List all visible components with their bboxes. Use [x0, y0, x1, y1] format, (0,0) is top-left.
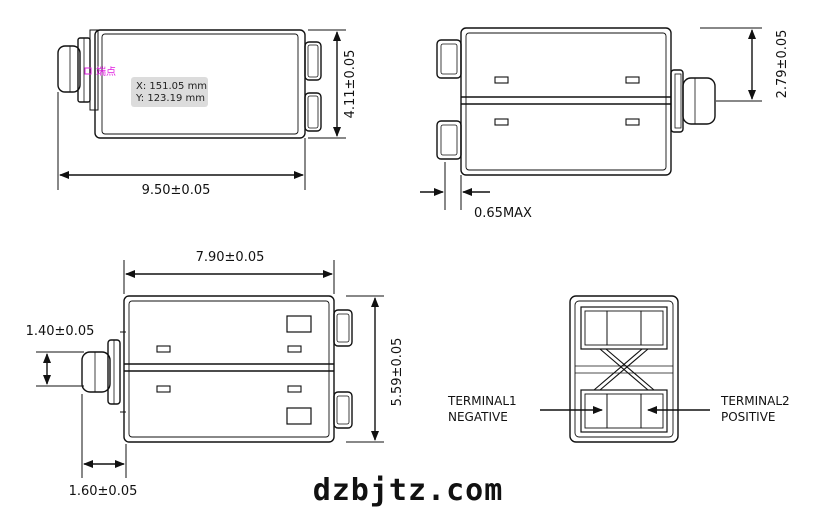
- dim-side-terminal: 0.65MAX: [420, 162, 532, 221]
- terminal1-polarity: NEGATIVE: [448, 410, 508, 424]
- terminal2-polarity: POSITIVE: [721, 410, 776, 424]
- bottom-body: [569, 295, 679, 443]
- front-body: [94, 29, 306, 139]
- terminal1-label-group: TERMINAL1 NEGATIVE: [447, 394, 603, 424]
- terminal2-label-group: TERMINAL2 POSITIVE: [647, 394, 790, 424]
- top-terminal-bottom: [333, 391, 353, 429]
- dim-top-connector-height-label: 1.40±0.05: [26, 324, 95, 339]
- dim-top-width: 7.90±0.05: [123, 250, 335, 294]
- front-view: [57, 29, 322, 139]
- top-connector: [81, 351, 111, 393]
- front-connector: [57, 45, 81, 93]
- dim-side-height-label: 2.79±0.05: [775, 30, 790, 99]
- top-body: [123, 295, 335, 443]
- dim-front-height-label: 4.11±0.05: [343, 50, 358, 119]
- dim-top-width-label: 7.90±0.05: [196, 250, 265, 265]
- dim-front-width: 9.50±0.05: [57, 92, 306, 198]
- side-body: [460, 27, 672, 176]
- side-connector: [682, 77, 716, 125]
- dim-top-connector-width-label: 1.60±0.05: [69, 484, 138, 499]
- dim-side-terminal-label: 0.65MAX: [474, 206, 532, 221]
- side-view: [436, 27, 716, 176]
- dim-top-connector-width: 1.60±0.05: [69, 394, 138, 499]
- dim-side-height: 2.79±0.05: [700, 27, 790, 102]
- dim-top-height: 5.59±0.05: [346, 295, 405, 443]
- front-terminal-top: [304, 41, 322, 81]
- bottom-view: [569, 295, 679, 443]
- watermark: dzbjtz.com: [313, 473, 504, 508]
- dim-front-height: 4.11±0.05: [308, 29, 358, 139]
- top-view: [81, 295, 353, 443]
- dim-top-connector-height: 1.40±0.05: [26, 324, 95, 387]
- dim-top-height-label: 5.59±0.05: [390, 338, 405, 407]
- top-terminal-top: [333, 309, 353, 347]
- dim-front-width-label: 9.50±0.05: [142, 183, 211, 198]
- terminal1-name: TERMINAL1: [447, 394, 517, 408]
- tooltip-x: X: 151.05 mm: [136, 81, 207, 92]
- front-terminal-bottom: [304, 92, 322, 132]
- tooltip-y: Y: 123.19 mm: [135, 93, 205, 104]
- snap-label: 端点: [96, 65, 116, 78]
- terminal1-pad: [580, 389, 668, 433]
- cursor-tooltip: X: 151.05 mm Y: 123.19 mm 端点: [96, 65, 208, 107]
- terminal2-name: TERMINAL2: [720, 394, 790, 408]
